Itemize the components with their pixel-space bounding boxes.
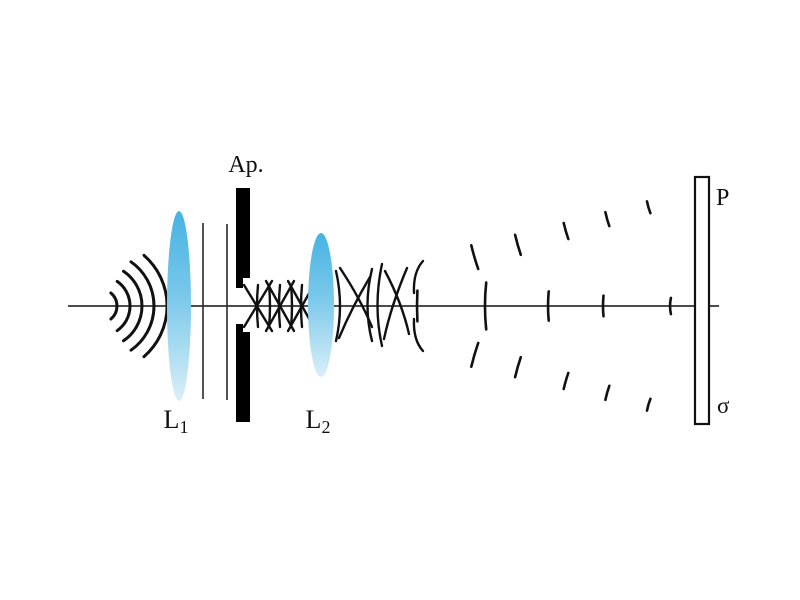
post-lens-wavefronts	[334, 259, 425, 353]
lens1-label-subscript: 1	[179, 417, 188, 437]
point-source-spherical-waves	[109, 253, 169, 359]
aperture-label: Ap.	[228, 152, 263, 178]
plane-wavefront-lines	[202, 223, 228, 400]
lens1-label-base: L	[164, 405, 180, 434]
axial-beam	[415, 281, 673, 331]
aperture-stop	[236, 188, 250, 422]
lens1-label: L1	[164, 405, 189, 437]
lens-L2	[308, 233, 334, 377]
lens2-label-base: L	[306, 405, 322, 434]
sigma-label: σ	[717, 393, 730, 418]
lens2-label: L2	[306, 405, 331, 437]
screen-label: P	[716, 185, 729, 211]
aperture-top-bar	[236, 188, 250, 288]
upper-beam	[470, 200, 652, 271]
aperture-bottom-bar	[236, 324, 250, 422]
observation-screen	[693, 175, 711, 426]
converging-diffraction-order-arcs	[415, 200, 673, 412]
lens2-label-subscript: 2	[321, 417, 330, 437]
lower-beam	[470, 341, 652, 412]
lens-L1	[167, 211, 191, 401]
